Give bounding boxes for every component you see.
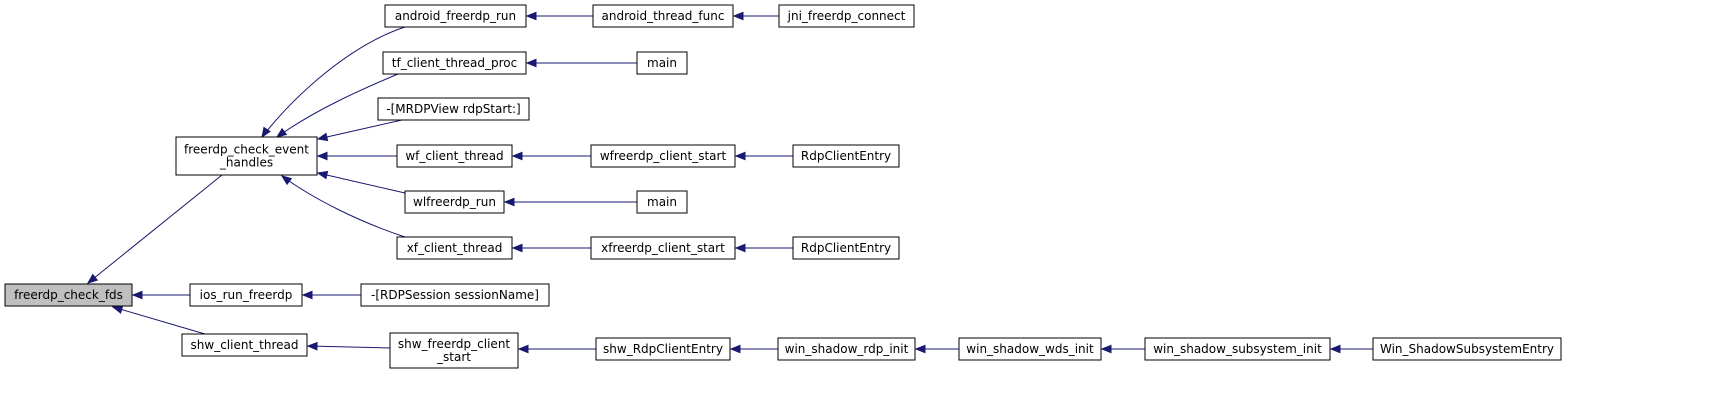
edge-shw_rdpcliententry-to-shw_freerdp_client_start [517,344,596,354]
node-label: jni_freerdp_connect [787,9,906,23]
edge-rdpcliententry_xf-to-xfreerdp_client_start [734,243,793,253]
graph-nodes: freerdp_check_fds freerdp_check_event_han… [4,4,1562,369]
node-mrdpview_rdpstart[interactable]: -[MRDPView rdpStart:] [377,97,530,121]
node-android_freerdp_run[interactable]: android_freerdp_run [384,4,527,28]
edge-wf_client_thread-to-freerdp_check_event_handles [316,151,397,161]
edge-jni_freerdp_connect-to-android_thread_func [732,11,779,21]
edge-mrdpview_rdpstart-to-freerdp_check_event_handles [316,119,403,142]
node-label: android_thread_func [602,9,725,23]
node-wf_client_thread[interactable]: wf_client_thread [396,144,513,168]
node-label: main [647,56,677,70]
edge-win_shadow_rdp_init-to-shw_rdpcliententry [729,344,778,354]
node-main_tf[interactable]: main [636,51,688,75]
node-label: RdpClientEntry [801,241,891,255]
node-win_shadow_rdp_init[interactable]: win_shadow_rdp_init [777,337,916,361]
node-ios_run_freerdp[interactable]: ios_run_freerdp [189,283,303,307]
graph-edges [86,11,1373,354]
edge-xfreerdp_client_start-to-xf_client_thread [511,243,591,253]
node-win_shadow_wds_init[interactable]: win_shadow_wds_init [958,337,1102,361]
edge-main_wl-to-wlfreerdp_run [503,197,637,207]
node-win_shadowsubsystementry[interactable]: Win_ShadowSubsystemEntry [1372,337,1562,361]
edge-freerdp_check_event_handles-to-freerdp_check_fds [86,174,223,284]
edge-win_shadow_wds_init-to-win_shadow_rdp_init [914,344,959,354]
edge-shw_client_thread-to-freerdp_check_fds [111,305,206,335]
node-label: win_shadow_subsystem_init [1153,342,1322,356]
edge-rdpsession_sessionname-to-ios_run_freerdp [301,290,361,300]
node-label: wf_client_thread [405,149,503,163]
node-label: win_shadow_rdp_init [785,342,909,356]
node-rdpcliententry_wf[interactable]: RdpClientEntry [792,144,900,168]
node-shw_freerdp_client_start[interactable]: shw_freerdp_client_start [389,332,519,369]
node-label: _start [436,350,471,364]
node-label: tf_client_thread_proc [392,56,517,70]
node-label: -[MRDPView rdpStart:] [386,102,520,116]
node-label: shw_client_thread [191,338,299,352]
node-label: xfreerdp_client_start [601,241,725,255]
node-android_thread_func[interactable]: android_thread_func [592,4,734,28]
node-main_wl[interactable]: main [636,190,688,214]
node-label: Win_ShadowSubsystemEntry [1380,342,1554,356]
edge-shw_freerdp_client_start-to-shw_client_thread [306,341,391,351]
node-label: ios_run_freerdp [200,288,293,302]
edge-android_freerdp_run-to-freerdp_check_event_handles [261,26,406,139]
node-rdpcliententry_xf[interactable]: RdpClientEntry [792,236,900,260]
node-tf_client_thread_proc[interactable]: tf_client_thread_proc [382,51,527,75]
node-label: wfreerdp_client_start [600,149,727,163]
node-label: _handles [219,156,273,170]
edge-win_shadowsubsystementry-to-win_shadow_subsystem_init [1329,344,1373,354]
edge-ios_run_freerdp-to-freerdp_check_fds [131,290,190,300]
node-shw_client_thread[interactable]: shw_client_thread [181,333,308,357]
edge-wlfreerdp_run-to-freerdp_check_event_handles [316,170,406,194]
edge-android_thread_func-to-android_freerdp_run [525,11,593,21]
node-xf_client_thread[interactable]: xf_client_thread [396,236,513,260]
edge-xf_client_thread-to-freerdp_check_event_handles [280,175,406,238]
node-label: RdpClientEntry [801,149,891,163]
node-jni_freerdp_connect[interactable]: jni_freerdp_connect [778,4,915,28]
node-label: main [647,195,677,209]
node-label: freerdp_check_event [184,143,309,157]
node-freerdp_check_fds[interactable]: freerdp_check_fds [4,283,133,307]
edge-main_tf-to-tf_client_thread_proc [525,58,637,68]
node-shw_rdpcliententry[interactable]: shw_RdpClientEntry [595,337,731,361]
node-wfreerdp_client_start[interactable]: wfreerdp_client_start [590,144,736,168]
node-label: -[RDPSession sessionName] [371,288,539,302]
node-win_shadow_subsystem_init[interactable]: win_shadow_subsystem_init [1144,337,1331,361]
edge-win_shadow_subsystem_init-to-win_shadow_wds_init [1100,344,1145,354]
edge-wfreerdp_client_start-to-wf_client_thread [511,151,591,161]
node-label: android_freerdp_run [395,9,516,23]
edge-rdpcliententry_wf-to-wfreerdp_client_start [734,151,793,161]
edge-tf_client_thread_proc-to-freerdp_check_event_handles [275,73,399,138]
node-label: freerdp_check_fds [14,288,123,302]
node-label: shw_freerdp_client [398,337,511,351]
node-wlfreerdp_run[interactable]: wlfreerdp_run [404,190,505,214]
node-label: shw_RdpClientEntry [603,342,723,356]
node-xfreerdp_client_start[interactable]: xfreerdp_client_start [590,236,736,260]
node-rdpsession_sessionname[interactable]: -[RDPSession sessionName] [360,283,550,307]
node-label: win_shadow_wds_init [966,342,1094,356]
node-freerdp_check_event_handles[interactable]: freerdp_check_event_handles [175,136,318,176]
node-label: xf_client_thread [407,241,503,255]
node-label: wlfreerdp_run [413,195,496,209]
